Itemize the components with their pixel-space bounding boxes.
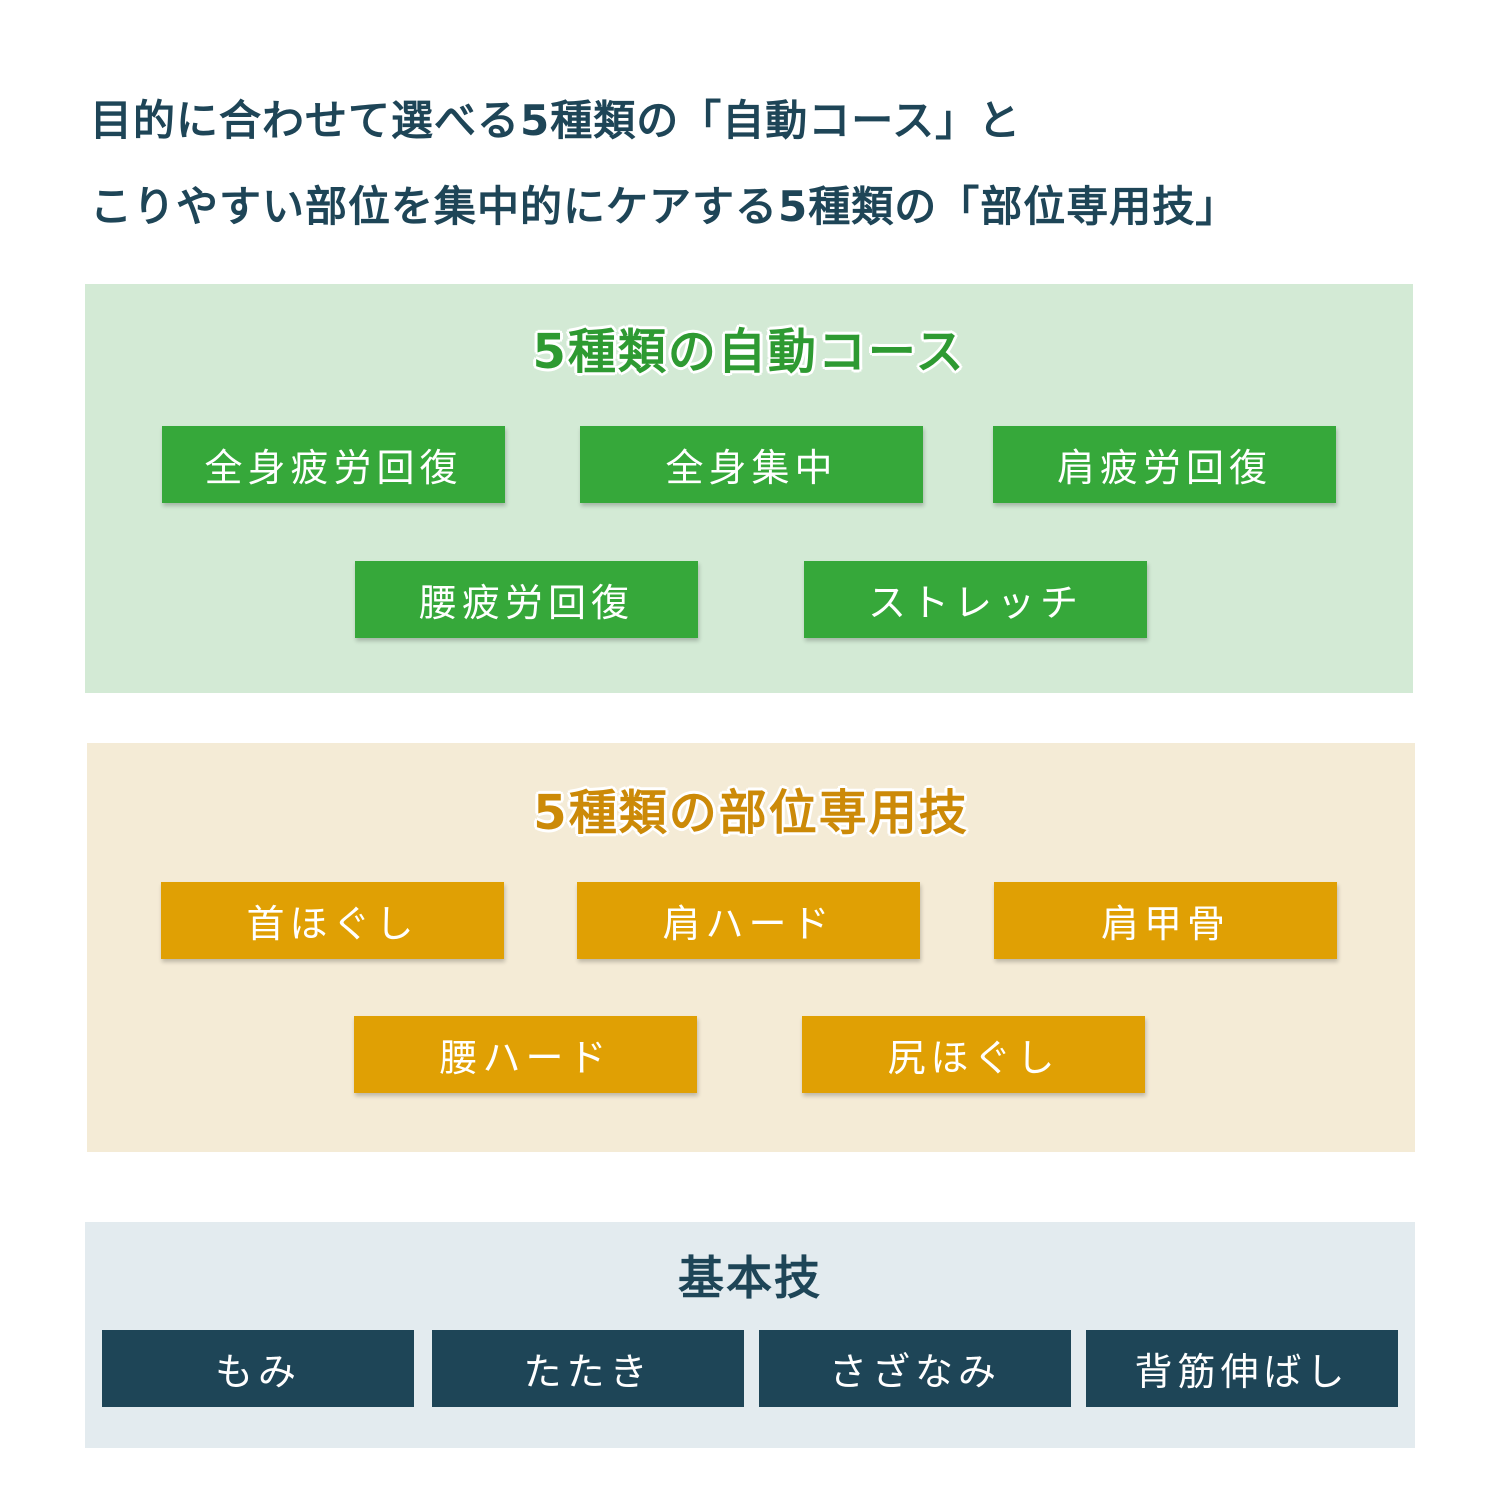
- auto-course-title: 5種類の自動コース: [532, 324, 966, 380]
- auto-course-button-5[interactable]: ストレッチ: [804, 561, 1147, 638]
- part-technique-title: 5種類の部位専用技: [533, 785, 969, 841]
- headline-line-1: 目的に合わせて選べる5種類の「自動コース」と: [90, 96, 1022, 145]
- headline: 目的に合わせて選べる5種類の「自動コース」と こりやすい部位を集中的にケアする5…: [90, 78, 1470, 250]
- part-technique-button-2[interactable]: 肩ハード: [577, 882, 920, 959]
- part-technique-button-4[interactable]: 腰ハード: [354, 1016, 697, 1093]
- part-technique-button-1[interactable]: 首ほぐし: [161, 882, 504, 959]
- headline-line-2: こりやすい部位を集中的にケアする5種類の「部位専用技」: [90, 182, 1239, 231]
- auto-course-button-2[interactable]: 全身集中: [580, 426, 923, 503]
- basic-technique-button-1[interactable]: もみ: [102, 1330, 414, 1407]
- auto-course-button-3[interactable]: 肩疲労回復: [993, 426, 1336, 503]
- auto-course-panel: 5種類の自動コース 全身疲労回復 全身集中 肩疲労回復 腰疲労回復 ストレッチ: [85, 284, 1413, 693]
- auto-course-button-4[interactable]: 腰疲労回復: [355, 561, 698, 638]
- part-technique-button-3[interactable]: 肩甲骨: [994, 882, 1337, 959]
- part-technique-panel: 5種類の部位専用技 首ほぐし 肩ハード 肩甲骨 腰ハード 尻ほぐし: [87, 743, 1415, 1152]
- part-technique-button-5[interactable]: 尻ほぐし: [802, 1016, 1145, 1093]
- basic-technique-button-2[interactable]: たたき: [432, 1330, 744, 1407]
- basic-technique-title: 基本技: [678, 1251, 822, 1305]
- basic-technique-panel: 基本技 もみ たたき さざなみ 背筋伸ばし: [85, 1222, 1415, 1448]
- basic-technique-button-4[interactable]: 背筋伸ばし: [1086, 1330, 1398, 1407]
- auto-course-button-1[interactable]: 全身疲労回復: [162, 426, 505, 503]
- basic-technique-button-3[interactable]: さざなみ: [759, 1330, 1071, 1407]
